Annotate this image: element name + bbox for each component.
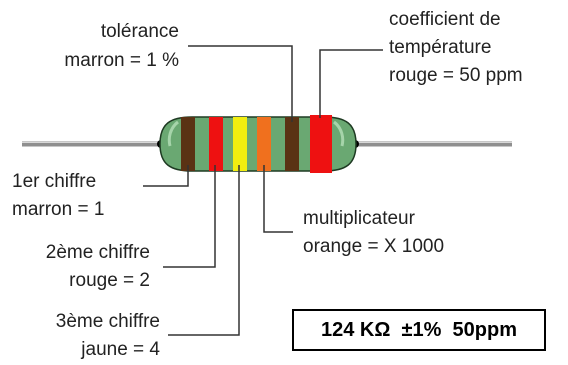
resistance-result-text: 124 KΩ ±1% 50ppm [321, 318, 517, 341]
label-multiplier-line1: multiplicateur [303, 208, 416, 229]
resistor-body-highlight-right [333, 120, 345, 147]
label-temperature-line1: coefficient de [389, 9, 501, 30]
label-temperature-line2: température [389, 37, 491, 58]
label-third-digit-line2: jaune = 4 [80, 339, 160, 360]
label-tolerance-line1: tolérance [101, 21, 179, 42]
label-temperature-line3: rouge = 50 ppm [389, 65, 523, 86]
leader-multiplier [263, 165, 293, 233]
band-tolerance [285, 117, 299, 171]
label-multiplier-line2: orange = X 1000 [303, 236, 444, 257]
band-temperature [310, 115, 332, 173]
label-second-digit-line1: 2ème chiffre [46, 242, 150, 263]
leader-first-digit [143, 165, 189, 187]
label-second-digit-line2: rouge = 2 [69, 270, 150, 291]
resistance-result-box: 124 KΩ ±1% 50ppm [292, 309, 546, 351]
band-second-digit [209, 117, 223, 171]
label-third-digit-line1: 3ème chiffre [56, 311, 160, 332]
leader-temperature [319, 49, 383, 118]
band-third-digit [233, 117, 247, 171]
leader-tolerance [188, 45, 293, 122]
band-first-digit [181, 117, 195, 171]
leader-second-digit [163, 165, 216, 268]
resistor-body-highlight [167, 120, 179, 147]
band-multiplier [257, 117, 271, 171]
label-first-digit-line2: marron = 1 [12, 199, 104, 220]
label-first-digit-line1: 1er chiffre [12, 171, 96, 192]
leader-lines [143, 45, 383, 336]
label-tolerance-line2: marron = 1 % [64, 50, 179, 71]
leader-third-digit [168, 165, 240, 336]
